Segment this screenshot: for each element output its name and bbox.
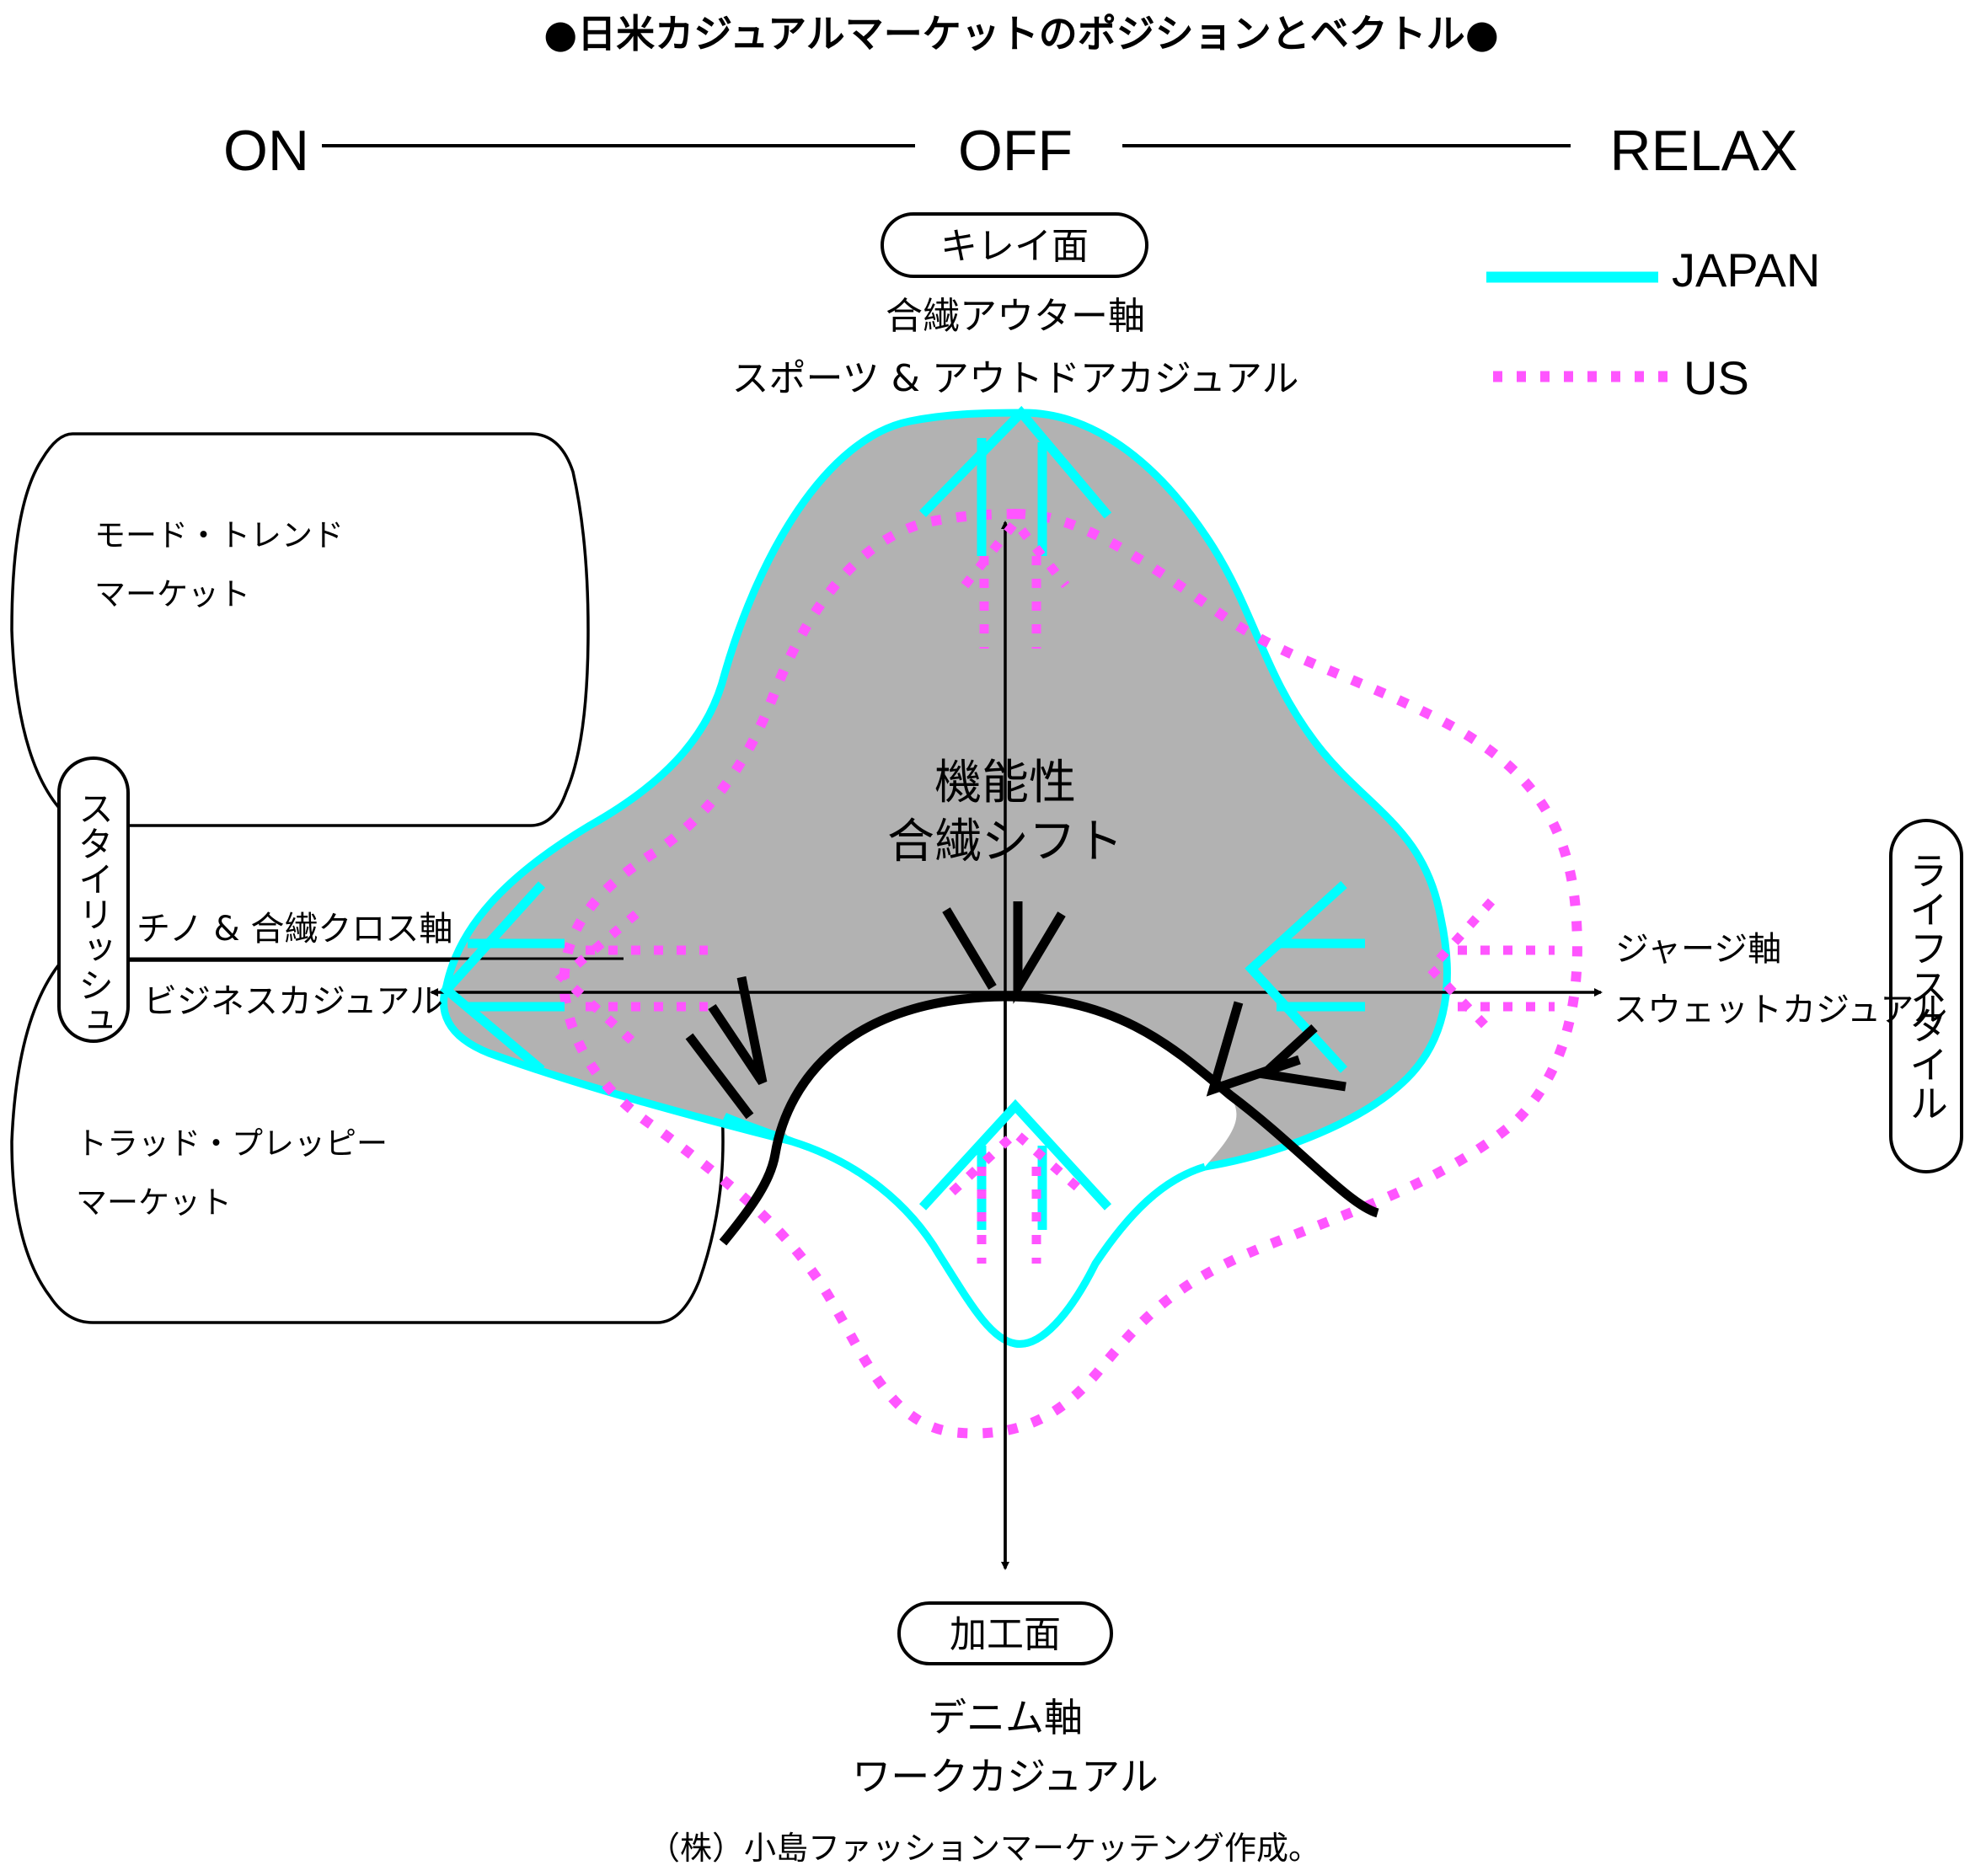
legend: JAPAN US (1486, 243, 1820, 404)
bottom-axis-group: 加工面 デニム軸 ワークカジュアル (852, 1601, 1159, 1799)
japan-inner-gap (782, 997, 1237, 1344)
us-left-arrow (554, 910, 708, 1049)
japan-up-arrow (919, 405, 1112, 556)
shift-arrow-top (942, 901, 1066, 1004)
left-axis-line-1: チノ & 合繊クロス軸 (137, 910, 452, 949)
us-position-shape (559, 508, 1582, 1439)
right-axis-badge (1889, 819, 1963, 1173)
japan-right-arrow (1245, 880, 1365, 1073)
bottom-axis-line-2: ワークカジュアル (852, 1754, 1158, 1799)
diagram-title: ●日米カジュアルマーケットのポジションとベクトル● (543, 11, 1499, 56)
top-axis-group: キレイ面 合繊アウター軸 スポーツ & アウトドアカジュアル (731, 212, 1299, 400)
left-axis-badge-label: スタイリッシュ (73, 790, 115, 1038)
credit-line: （株）小島ファッションマーケッテング作成。 (648, 1830, 1320, 1867)
mode-trend-market-label: モード・トレンド マーケット (94, 517, 344, 612)
shift-arrow-left (685, 975, 768, 1120)
trad-preppy-label-line-2: マーケット (76, 1184, 232, 1221)
us-up-arrow (961, 515, 1070, 649)
left-axis-line-2: ビジネスカジュアル (143, 982, 443, 1021)
legend-japan-label: JAPAN (1672, 243, 1820, 297)
on-off-relax-scale: ON OFF RELAX (223, 119, 1798, 183)
shift-arrow-right (1206, 1001, 1346, 1097)
top-axis-line-2: スポーツ & アウトドアカジュアル (731, 357, 1298, 400)
scale-relax-label: RELAX (1610, 119, 1798, 183)
right-axis-line-1: ジャージ軸 (1615, 930, 1781, 969)
bottom-axis-badge (897, 1601, 1113, 1665)
legend-us-label: US (1684, 351, 1749, 404)
us-down-arrow (949, 1126, 1086, 1264)
center-label-line-2: 合繊シフト (887, 815, 1123, 869)
mode-trend-label-line-2: マーケット (94, 576, 250, 612)
right-axis-group: ライフスタイル ジャージ軸 スウェットカジュアル (1614, 819, 1963, 1173)
scale-off-label: OFF (958, 119, 1073, 183)
right-axis-badge-label: ライフスタイル (1903, 851, 1949, 1122)
mode-trend-market-box (10, 432, 590, 827)
scale-on-label: ON (223, 119, 309, 183)
top-axis-line-1: 合繊アウター軸 (886, 295, 1145, 338)
black-shift-arrows (685, 901, 1346, 1120)
trad-preppy-market-label: トラッド・プレッピー マーケット (76, 1125, 388, 1221)
japan-left-arrow (440, 881, 565, 1074)
bottom-axis-line-1: デニム軸 (928, 1695, 1083, 1740)
black-boundary-arc (719, 991, 1379, 1246)
us-vector-arrows (554, 515, 1555, 1264)
left-axis-group: スタイリッシュ チノ & 合繊クロス軸 ビジネスカジュアル (57, 756, 452, 1043)
top-axis-badge-label: キレイ面 (940, 225, 1089, 268)
right-axis-line-2: スウェットカジュアル (1614, 991, 1947, 1029)
top-axis-badge (881, 212, 1148, 278)
bottom-axis-badge-label: 加工面 (950, 1613, 1061, 1656)
us-right-arrow (1424, 898, 1555, 1035)
mode-trend-label-line-1: モード・トレンド (94, 517, 344, 553)
japan-lower-outline (722, 1112, 1207, 1348)
center-label: 機能性 合繊シフト (887, 756, 1123, 869)
left-axis-badge (57, 756, 130, 1043)
trad-preppy-label-line-1: トラッド・プレッピー (76, 1125, 388, 1162)
center-label-line-1: 機能性 (934, 756, 1076, 810)
